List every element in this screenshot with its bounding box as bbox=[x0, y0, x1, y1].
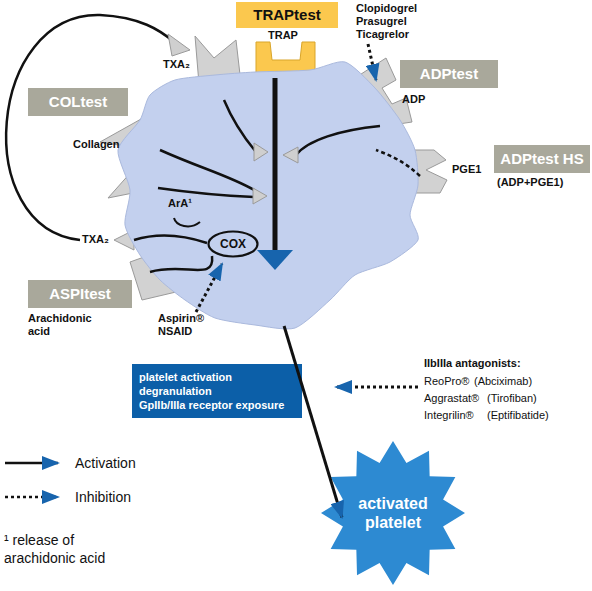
grey-arrowhead bbox=[254, 143, 268, 161]
node-text: ASPItest bbox=[49, 285, 111, 303]
drug-name: ReoPro® bbox=[424, 375, 469, 388]
footnote: ¹ release of arachidonic acid bbox=[4, 531, 134, 567]
grey-arrowhead bbox=[283, 147, 298, 163]
cell-body bbox=[118, 62, 418, 329]
signal-line bbox=[158, 188, 254, 197]
agonist-label: Arachidonic acid bbox=[28, 312, 108, 338]
signal-line bbox=[273, 78, 278, 252]
legend-text: Inhibition bbox=[75, 488, 131, 506]
drug-heading: IIbIIIa antagonists: bbox=[424, 357, 521, 370]
grey-arrowhead bbox=[253, 188, 267, 204]
drug-generic: (Eptifibatide) bbox=[487, 409, 549, 422]
receptor-label: ADP bbox=[402, 93, 425, 106]
molecule-label: TXA₂ bbox=[82, 233, 109, 246]
grey-arrowhead bbox=[168, 34, 190, 56]
legend-sample bbox=[5, 462, 58, 465]
node-text: COX bbox=[220, 237, 246, 251]
signal-line bbox=[174, 218, 200, 226]
test-box: ASPItest bbox=[28, 280, 132, 308]
node-text: COLtest bbox=[49, 93, 107, 111]
drug-generic: (Tirofiban) bbox=[487, 392, 537, 405]
platelet-cell: ArA¹ COX bbox=[110, 55, 430, 340]
drug-generic: (Abciximab) bbox=[474, 375, 532, 388]
signal-line bbox=[224, 100, 256, 152]
node-text: TRAPtest bbox=[253, 6, 321, 24]
inhibition-line bbox=[376, 150, 420, 176]
node-text: platelet activation bbox=[139, 370, 232, 384]
molecule-label: TXA₂ bbox=[163, 58, 190, 71]
test-box: ADPtest HS bbox=[494, 145, 590, 173]
test-box: ADPtest bbox=[400, 60, 498, 88]
test-box: COLtest bbox=[28, 88, 128, 116]
node-text: ADPtest bbox=[420, 65, 478, 83]
platelet-cell-outline bbox=[110, 55, 430, 340]
signal-line bbox=[150, 256, 212, 272]
node-text: ArA¹ bbox=[168, 197, 192, 210]
result-star: activated platelet bbox=[320, 440, 466, 586]
test-note: (ADP+PGE1) bbox=[497, 176, 563, 189]
node-text: ADPtest HS bbox=[500, 150, 583, 168]
drug-name: Integrilin® bbox=[424, 409, 474, 422]
receptor-label: TRAP bbox=[268, 29, 298, 42]
enzyme-oval: COX bbox=[207, 230, 259, 258]
drug-list: Aspirin® NSAID bbox=[158, 312, 218, 338]
inhibition-arrow bbox=[196, 264, 222, 312]
receptor-label: PGE1 bbox=[452, 163, 481, 176]
activation-connector bbox=[284, 326, 342, 517]
effect-box: platelet activationdegranulationGpIIb/II… bbox=[132, 364, 302, 418]
test-box: TRAPtest bbox=[236, 2, 338, 28]
drug-list: Clopidogrel Prasugrel Ticagrelor bbox=[356, 2, 428, 41]
node-text: GpIIb/IIIa receptor exposure bbox=[139, 398, 285, 412]
legend-sample bbox=[5, 496, 58, 499]
star-shape bbox=[321, 441, 465, 585]
signal-line bbox=[296, 126, 380, 155]
oval-outline bbox=[209, 232, 258, 257]
activation-arrowhead bbox=[257, 250, 293, 270]
receptor-label: Collagen bbox=[73, 138, 119, 151]
node-text: degranulation bbox=[139, 384, 212, 398]
legend-text: Activation bbox=[75, 454, 136, 472]
inhibition-arrow bbox=[336, 386, 418, 389]
signal-line bbox=[160, 150, 254, 190]
drug-name: Aggrastat® bbox=[424, 392, 479, 405]
inhibition-arrow bbox=[368, 44, 376, 80]
result-star-outline bbox=[320, 440, 466, 586]
result-text: activated platelet bbox=[347, 494, 439, 532]
signal-line bbox=[134, 236, 207, 243]
